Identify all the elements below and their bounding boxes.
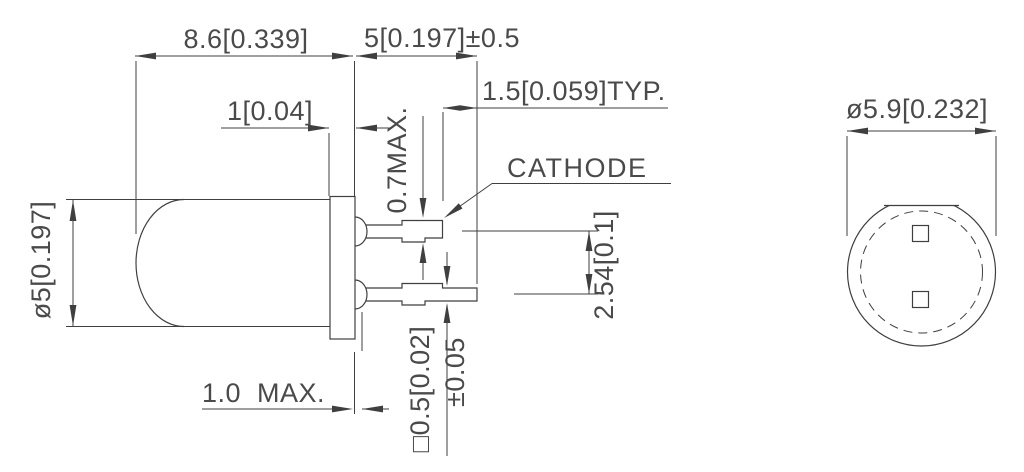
dim-lead-cross-section: □0.5[0.02] ±0.05 <box>405 252 470 456</box>
arrowhead-right <box>332 405 353 413</box>
dim-lead-pitch-label: 2.54[0.1] <box>589 210 619 320</box>
arrowhead-leader <box>444 203 463 218</box>
dim-overall-length-label: 8.6[0.339] <box>183 24 308 54</box>
dim-crimp-height: 0.7MAX. <box>382 106 427 280</box>
arrowhead-left <box>135 52 156 60</box>
dim-cathode-tip-offset: 1.5[0.059]TYP. <box>442 76 668 201</box>
dim-flange-diameter-label: ø5.9[0.232] <box>846 94 988 124</box>
arrowhead-down <box>419 198 427 218</box>
arrowhead-down <box>443 266 451 286</box>
arrowhead-left <box>362 405 383 413</box>
dim-meniscus-label: 1.0 MAX. <box>202 378 325 408</box>
anode-lead-section <box>911 290 930 309</box>
arrowhead-right <box>332 52 353 60</box>
epoxy-meniscus-top <box>354 216 368 247</box>
anode-lead <box>366 282 478 306</box>
dim-overall-length: 8.6[0.339] <box>135 24 355 234</box>
arrowhead-right <box>975 127 996 135</box>
dim-lead-pitch: 2.54[0.1] <box>462 210 619 320</box>
arrowhead-left <box>356 52 377 60</box>
top-view: ø5.9[0.232] <box>846 94 997 347</box>
arrowhead-up <box>585 231 593 251</box>
dim-body-diameter: ø5[0.197] <box>26 200 77 326</box>
arrowhead-left <box>443 105 460 111</box>
arrowhead-right <box>308 124 329 132</box>
cathode-label: CATHODE <box>507 153 648 183</box>
arrowhead-down <box>69 305 77 326</box>
arrowhead-right <box>460 105 477 111</box>
arrowhead-up <box>443 303 451 323</box>
dim-lead-length: 5[0.197]±0.5 <box>356 23 520 284</box>
arrowhead-left <box>847 127 868 135</box>
cathode-lead-section <box>911 224 930 243</box>
led-dome-outline <box>135 198 185 328</box>
arrowhead-right <box>456 52 477 60</box>
dim-body-diameter-label: ø5[0.197] <box>26 201 56 320</box>
dim-flange-thickness: 1[0.04] <box>221 96 392 196</box>
dim-cathode-tip-offset-label: 1.5[0.059]TYP. <box>482 76 666 106</box>
body-hidden-circle <box>860 210 983 334</box>
dim-lead-length-label: 5[0.197]±0.5 <box>364 23 520 53</box>
dim-lead-cross-section-tol-label: ±0.05 <box>440 337 470 407</box>
flange-outline-circle <box>846 197 997 347</box>
dim-flange-diameter: ø5.9[0.232] <box>846 94 997 236</box>
cathode-lead <box>366 219 444 243</box>
led-flange <box>329 195 356 340</box>
dim-lead-cross-section-label: □0.5[0.02] <box>405 326 435 452</box>
epoxy-meniscus-bottom <box>354 279 368 310</box>
arrowhead-up <box>69 200 77 221</box>
dim-meniscus: 1.0 MAX. <box>202 312 389 414</box>
dim-crimp-height-label: 0.7MAX. <box>382 106 412 213</box>
cathode-callout: CATHODE <box>444 153 671 218</box>
arrowhead-up <box>419 243 427 263</box>
arrowhead-left <box>356 124 377 132</box>
arrowhead-down <box>585 274 593 294</box>
dim-flange-thickness-label: 1[0.04] <box>227 96 313 126</box>
flange-flat-mask <box>884 192 959 206</box>
side-view: 8.6[0.339] 5[0.197]±0.5 1[0.04] 1.5[ <box>26 23 671 456</box>
